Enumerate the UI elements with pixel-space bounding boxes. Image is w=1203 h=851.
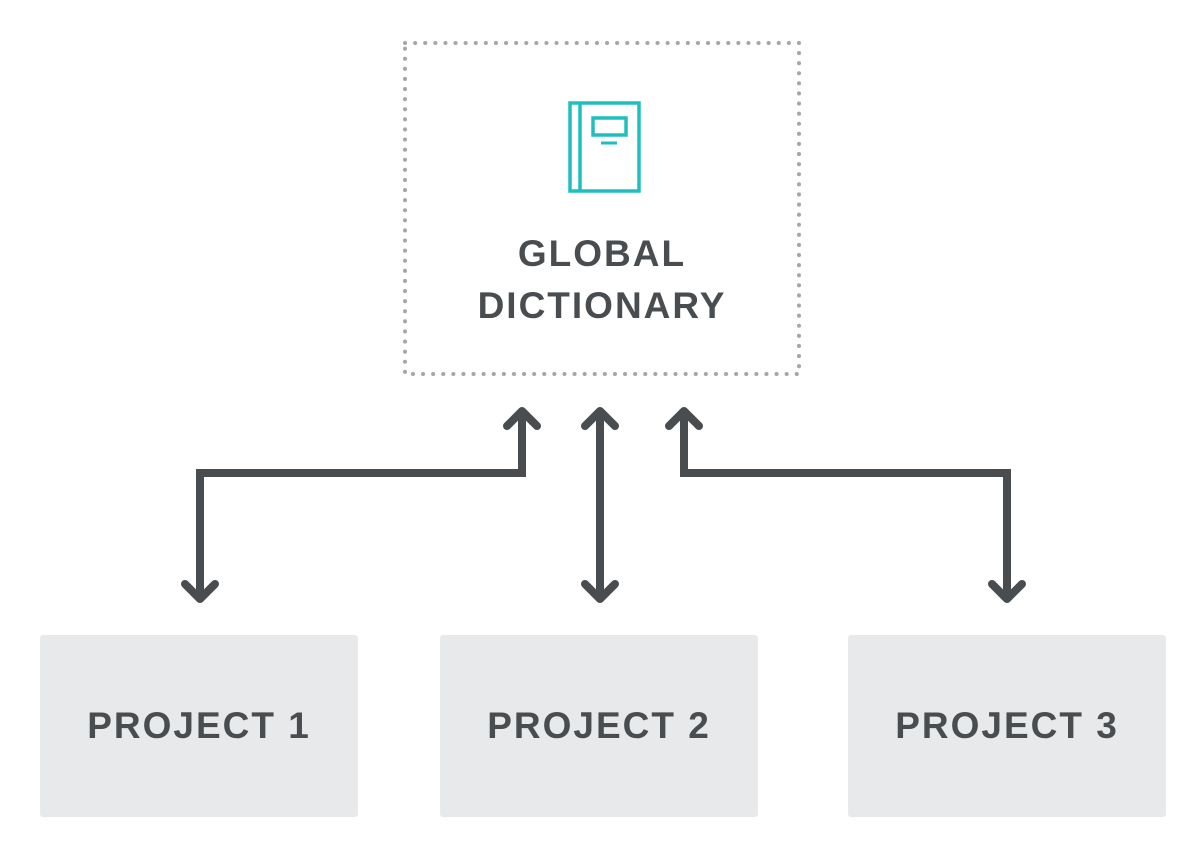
arrow-to-project-1 [196,413,526,598]
arrowhead-project-3-up [665,407,703,430]
project-3-label: PROJECT 3 [895,705,1119,746]
arrowhead-project-2-up [581,407,619,430]
book-icon [568,101,641,193]
arrow-to-project-3 [680,413,1011,598]
project-2-label: PROJECT 2 [487,705,711,746]
dictionary-title-line-1: GLOBAL [517,233,687,274]
project-1-label: PROJECT 1 [87,705,311,746]
project-3-node: PROJECT 3 [848,635,1166,817]
dictionary-dotted-border [403,41,801,376]
arrowhead-project-1-down [181,580,219,603]
global-dictionary-title: GLOBAL DICTIONARY [404,228,800,332]
dictionary-title-line-2: DICTIONARY [477,285,727,326]
arrowhead-project-1-up [503,407,541,430]
arrowhead-project-3-down [988,580,1026,603]
project-2-node: PROJECT 2 [440,635,758,817]
project-1-node: PROJECT 1 [40,635,358,817]
arrowhead-project-2-down [581,580,619,603]
